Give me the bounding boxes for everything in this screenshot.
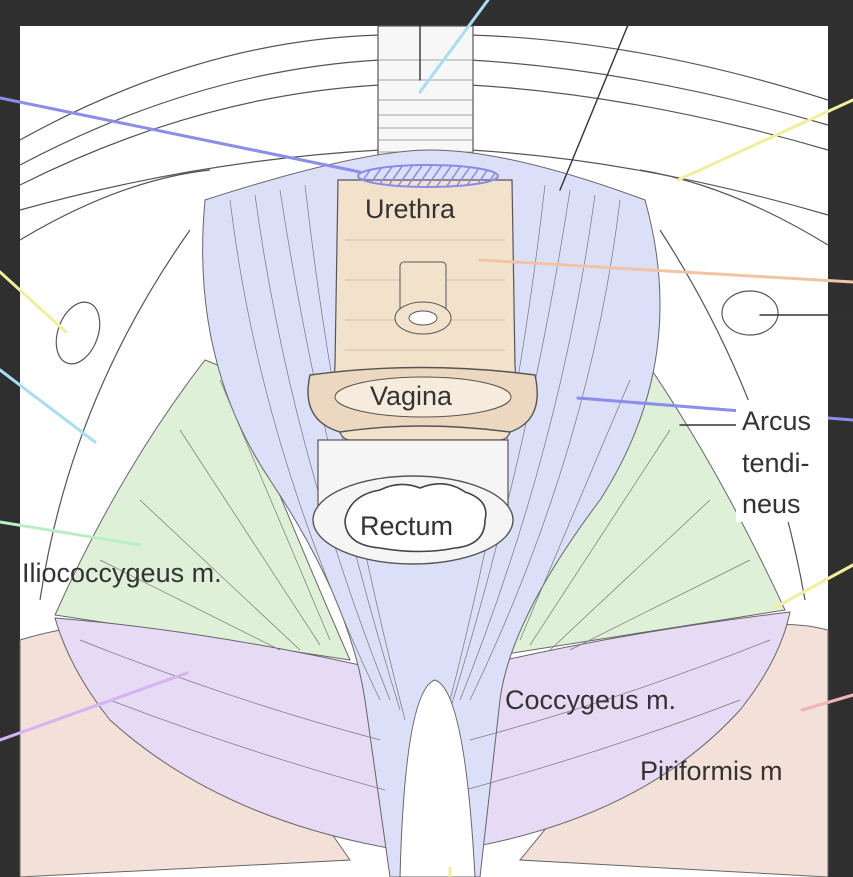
label-rectum: Rectum	[360, 511, 453, 541]
leader-green-left	[0, 520, 142, 547]
label-coccygeus: Coccygeus m.	[505, 685, 676, 715]
urethral-tube	[377, 25, 474, 167]
vagina-lumen	[334, 376, 512, 418]
coccygeus-right	[454, 611, 791, 851]
rectum-tube	[312, 439, 514, 565]
leader-yellow-top-right	[676, 98, 853, 182]
coccygeus-left	[54, 617, 401, 851]
leader-blue-urethral-sphincter	[0, 96, 362, 174]
leader-orange-organ	[478, 258, 853, 284]
leader-cyan-left	[0, 368, 97, 444]
coccyx	[399, 679, 476, 877]
urethral-sphincter	[357, 164, 499, 188]
label-arcus-3: neus	[742, 489, 801, 519]
leader-black-top-right	[559, 19, 631, 191]
leader-cyan-top	[418, 0, 490, 94]
arcus-label-box	[736, 400, 828, 522]
leader-yellow-left	[0, 270, 68, 334]
label-iliococcygeus: Iliococcygeus m.	[22, 558, 222, 588]
label-arcus-2: tendi-	[742, 448, 810, 478]
label-urethra: Urethra	[365, 194, 456, 224]
label-arcus-1: Arcus	[742, 406, 811, 436]
leader-pink-right	[800, 693, 853, 712]
label-piriformis: Piriformis m	[640, 756, 783, 786]
label-vagina: Vagina	[370, 381, 453, 411]
leader-yellow-right	[772, 563, 853, 610]
obturator-canal-right	[721, 290, 779, 336]
leader-violet-left	[0, 671, 189, 742]
urethral-meatus	[394, 261, 452, 335]
